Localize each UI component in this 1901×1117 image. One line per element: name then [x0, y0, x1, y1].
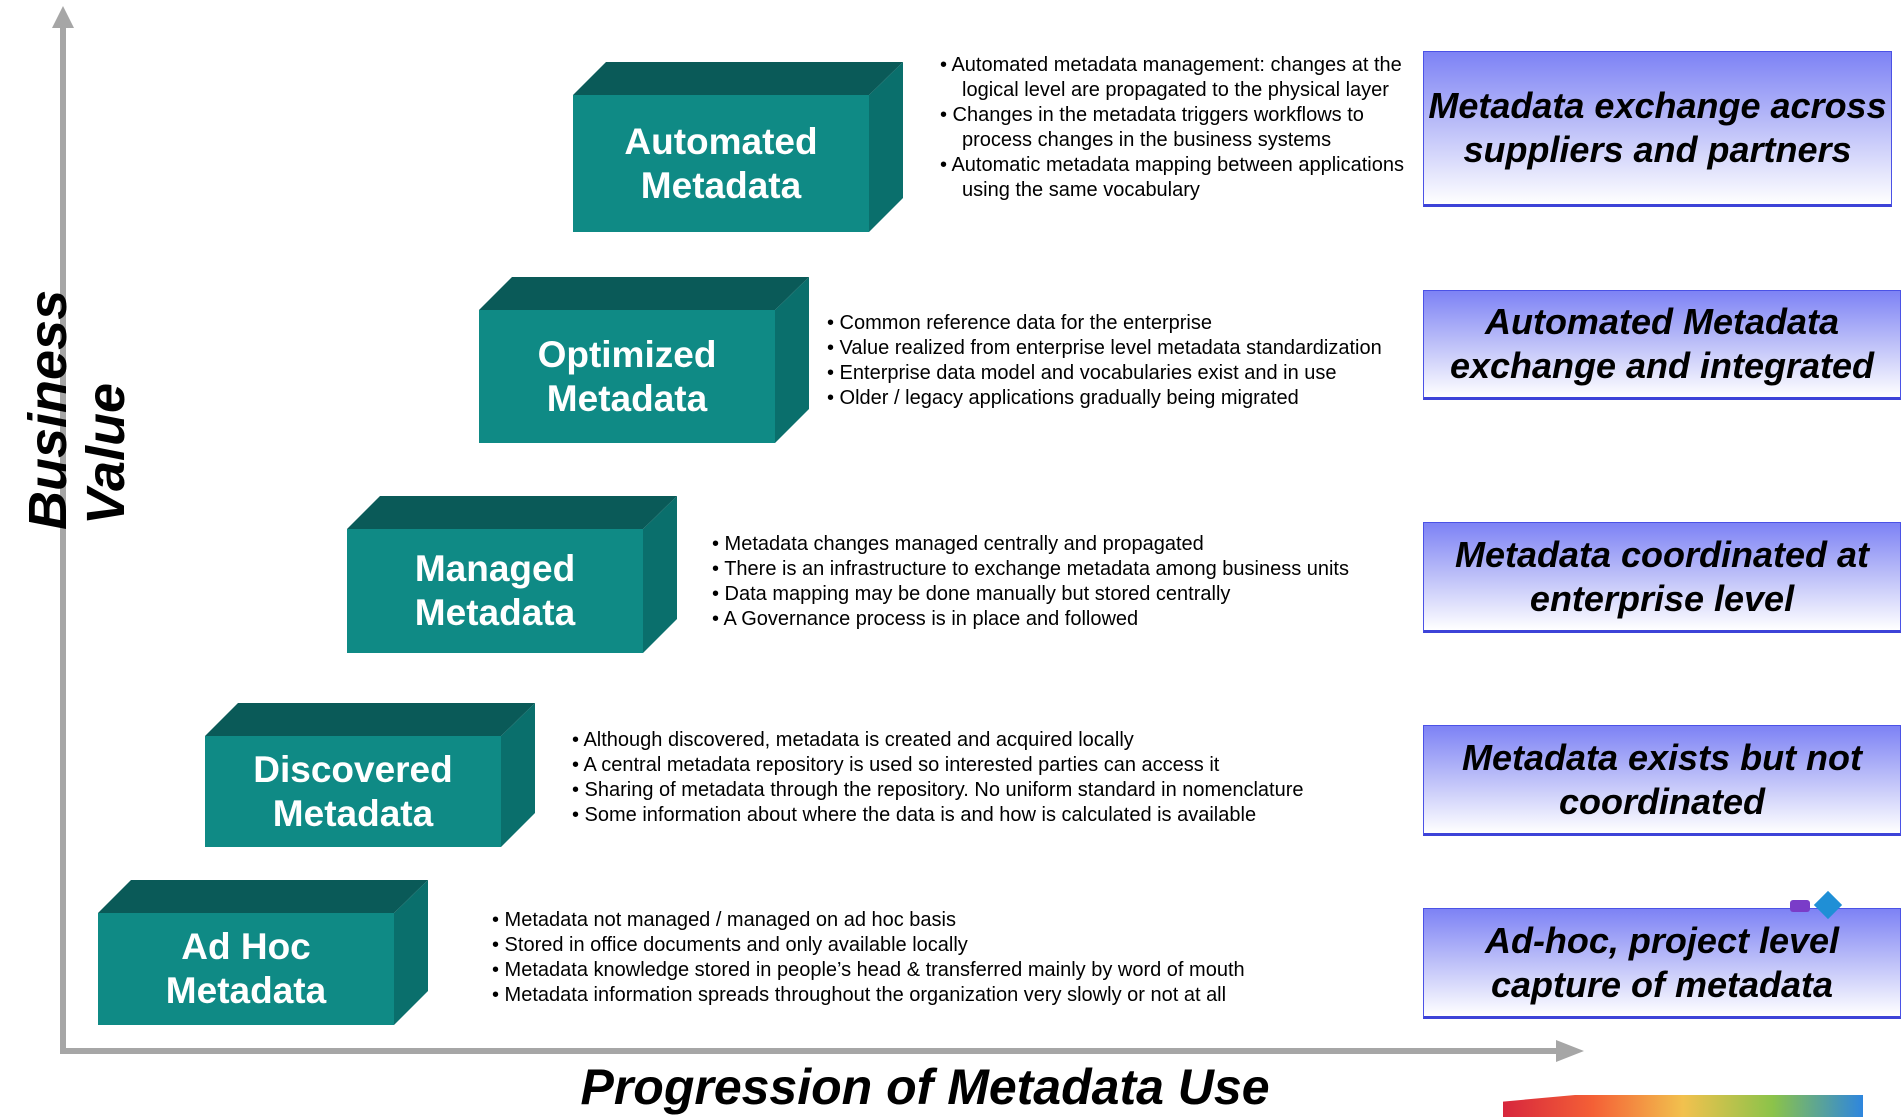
block-front: Ad Hoc Metadata — [98, 913, 394, 1025]
bullet-item: • Common reference data for the enterpri… — [827, 312, 1212, 334]
bullet-item: • Enterprise data model and vocabularies… — [827, 362, 1337, 384]
callout-automated: Metadata exchange across suppliers and p… — [1423, 51, 1892, 207]
bullet-item: • Metadata not managed / managed on ad h… — [492, 909, 956, 931]
callout-optimized: Automated Metadata exchange and integrat… — [1423, 290, 1901, 400]
block-front: Optimized Metadata — [479, 310, 775, 443]
block-optimized-metadata: Optimized Metadata — [479, 277, 809, 443]
block-title-line-2: Metadata — [272, 792, 434, 834]
block-ad-hoc-metadata: Ad Hoc Metadata — [98, 880, 428, 1025]
block-title-line-1: Managed — [414, 548, 576, 589]
bullets-ad-hoc: • Metadata not managed / managed on ad h… — [492, 908, 1245, 1008]
bullets-managed: • Metadata changes managed centrally and… — [712, 532, 1349, 632]
bullet-item: • Automated metadata management: changes… — [940, 54, 1402, 101]
block-title-line-1: Optimized — [537, 333, 717, 375]
axis-arrow-icon — [52, 6, 74, 28]
bullet-item: • Automatic metadata mapping between app… — [940, 154, 1404, 201]
y-axis-label-line-2: Value — [76, 382, 136, 525]
decorative-cube-icon — [1503, 1095, 1863, 1117]
block-title-line-1: Ad Hoc — [181, 926, 311, 967]
block-title-line-2: Metadata — [640, 164, 802, 206]
block-top — [205, 703, 535, 736]
bullet-item: • Data mapping may be done manually but … — [712, 583, 1231, 605]
bullet-item: • Metadata changes managed centrally and… — [712, 533, 1204, 555]
bullet-item: • Sharing of metadata through the reposi… — [572, 779, 1304, 801]
bullets-automated: • Automated metadata management: changes… — [940, 53, 1410, 203]
block-title-line-2: Metadata — [165, 970, 327, 1011]
bullet-item: • Stored in office documents and only av… — [492, 934, 968, 956]
block-title-line-1: Discovered — [253, 748, 453, 790]
bullets-optimized: • Common reference data for the enterpri… — [827, 311, 1387, 411]
bullet-item: • Changes in the metadata triggers workf… — [940, 104, 1364, 151]
block-top — [479, 277, 809, 310]
block-top — [573, 62, 903, 95]
block-side — [869, 62, 903, 232]
bullet-item: • Value realized from enterprise level m… — [827, 337, 1382, 359]
block-top — [98, 880, 428, 913]
block-front: Managed Metadata — [347, 529, 643, 653]
block-top — [347, 496, 677, 529]
axis-arrow-icon — [1556, 1040, 1584, 1062]
block-title-line-2: Metadata — [546, 377, 708, 419]
block-title-line-1: Automated — [624, 120, 818, 162]
block-discovered-metadata: Discovered Metadata — [205, 703, 535, 847]
block-front: Discovered Metadata — [205, 736, 501, 847]
bullet-item: • Some information about where the data … — [572, 804, 1257, 826]
bullet-item: • Metadata information spreads throughou… — [492, 984, 1227, 1006]
callout-discovered: Metadata exists but not coordinated — [1423, 725, 1901, 836]
bullet-item: • A Governance process is in place and f… — [712, 608, 1139, 630]
bullet-item: • Although discovered, metadata is creat… — [572, 729, 1134, 751]
bullet-item: • Older / legacy applications gradually … — [827, 387, 1299, 409]
decorative-cube-icon — [1790, 900, 1810, 912]
x-axis-label: Progression of Metadata Use — [580, 1059, 1270, 1115]
callout-managed: Metadata coordinated at enterprise level — [1423, 522, 1901, 633]
block-automated-metadata: Automated Metadata — [573, 62, 903, 232]
bullet-item: • Metadata knowledge stored in people’s … — [492, 959, 1245, 981]
bullets-discovered: • Although discovered, metadata is creat… — [572, 728, 1303, 828]
bullet-item: • A central metadata repository is used … — [572, 754, 1220, 776]
callout-ad-hoc: Ad-hoc, project level capture of metadat… — [1423, 908, 1901, 1019]
block-title-line-2: Metadata — [414, 592, 576, 633]
bullet-item: • There is an infrastructure to exchange… — [712, 558, 1349, 580]
block-front: Automated Metadata — [573, 95, 869, 232]
y-axis-label-line-1: Business — [18, 289, 78, 530]
block-managed-metadata: Managed Metadata — [347, 496, 677, 653]
